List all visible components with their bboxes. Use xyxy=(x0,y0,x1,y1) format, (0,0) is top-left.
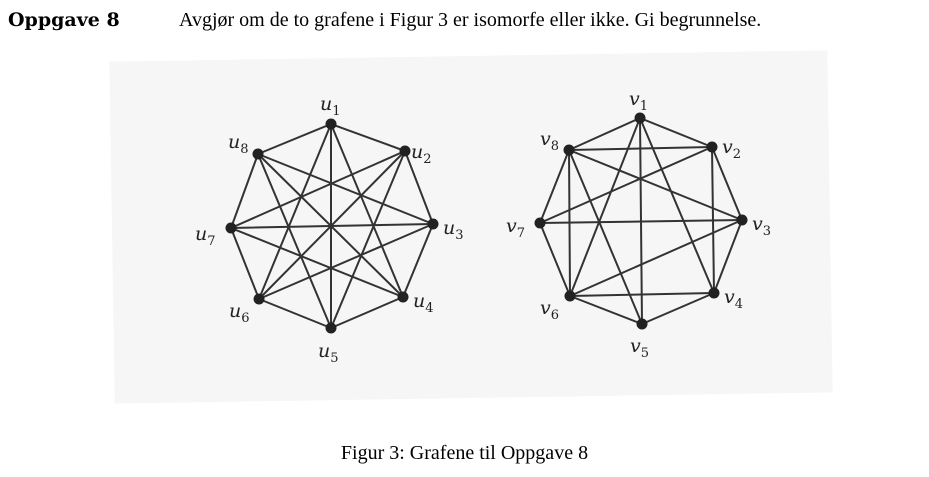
vertex-label-u2: u2 xyxy=(411,141,432,167)
edge-u3-u6 xyxy=(258,223,434,300)
vertex-u7 xyxy=(225,222,237,234)
vertex-u2 xyxy=(399,145,411,157)
edge-u8-u1 xyxy=(257,123,332,155)
edge-u4-u8 xyxy=(257,153,404,298)
vertex-v6 xyxy=(564,290,576,302)
vertex-label-u7: u7 xyxy=(195,223,216,249)
vertex-u8 xyxy=(252,148,264,160)
vertex-label-u5: u5 xyxy=(318,340,339,366)
vertex-label-v5: v5 xyxy=(630,335,649,361)
graph-v: v1 v2 v3 v4 v5 v6 v7 v8 xyxy=(506,88,771,361)
edge-v4-v6 xyxy=(569,292,715,297)
edge-u5-u8 xyxy=(257,153,332,329)
vertex-v5 xyxy=(636,318,648,330)
vertex-u6 xyxy=(253,293,265,305)
edge-v3-v7 xyxy=(539,219,743,224)
vertex-label-u8: u8 xyxy=(228,131,249,157)
edge-u3-u8 xyxy=(257,153,434,225)
vertex-v1 xyxy=(634,112,646,124)
vertex-v3 xyxy=(736,214,748,226)
vertex-label-u1: u1 xyxy=(320,93,341,119)
vertex-u5 xyxy=(325,322,337,334)
edge-v1-v6 xyxy=(569,117,641,297)
edge-v3-v4 xyxy=(713,219,743,294)
edge-u7-u8 xyxy=(230,153,259,229)
vertex-u3 xyxy=(427,218,439,230)
edge-v5-v8 xyxy=(568,149,643,325)
vertex-u1 xyxy=(325,118,337,130)
vertex-label-v1: v1 xyxy=(629,88,648,114)
edge-v6-v8 xyxy=(568,149,571,297)
edge-v8-v1 xyxy=(568,117,641,151)
figure-caption: Figur 3: Grafene til Oppgave 8 xyxy=(340,442,589,464)
edge-u4-u7 xyxy=(230,227,404,298)
edge-u5-u6 xyxy=(258,298,332,329)
edge-v4-v5 xyxy=(641,292,715,325)
vertex-u4 xyxy=(397,291,409,303)
vertex-label-v2: v2 xyxy=(722,136,741,162)
edge-u1-u2 xyxy=(330,123,406,152)
edge-u1-u4 xyxy=(330,123,404,298)
edge-u2-u3 xyxy=(404,150,434,225)
vertex-label-u4: u4 xyxy=(413,290,434,316)
edge-u2-u7 xyxy=(230,150,406,229)
edge-u4-u5 xyxy=(330,296,404,329)
edge-u2-u5 xyxy=(330,150,406,329)
task-header: Oppgave 8 Avgjør om de to grafene i Figu… xyxy=(8,6,921,36)
vertex-label-v4: v4 xyxy=(724,286,743,312)
vertex-label-v3: v3 xyxy=(752,213,771,239)
vertex-label-u3: u3 xyxy=(443,217,464,243)
vertex-v7 xyxy=(534,217,546,229)
vertex-v4 xyxy=(708,287,720,299)
edge-u1-u6 xyxy=(258,123,332,300)
vertex-label-v7: v7 xyxy=(506,215,525,241)
vertex-v2 xyxy=(706,141,718,153)
vertex-label-u6: u6 xyxy=(229,300,250,326)
edge-v2-v3 xyxy=(711,146,743,221)
edge-v6-v7 xyxy=(539,222,571,297)
task-text: Avgjør om de to grafene i Figur 3 er iso… xyxy=(179,9,762,31)
vertex-v8 xyxy=(563,144,575,156)
edge-v5-v6 xyxy=(569,295,643,325)
graph-u: u1 u2 u3 u4 u5 u6 u7 u8 xyxy=(195,93,464,366)
edge-v2-v8 xyxy=(568,146,713,151)
vertex-label-v6: v6 xyxy=(540,297,559,323)
edge-v3-v8 xyxy=(568,149,743,221)
task-label: Oppgave 8 xyxy=(8,9,120,31)
vertex-label-v8: v8 xyxy=(540,128,559,154)
edge-v1-v4 xyxy=(639,117,715,294)
edge-v7-v8 xyxy=(539,149,570,224)
edge-v3-v6 xyxy=(569,219,743,297)
edge-u6-u7 xyxy=(230,227,260,300)
edge-u3-u4 xyxy=(402,223,434,298)
edge-v1-v2 xyxy=(639,117,713,148)
